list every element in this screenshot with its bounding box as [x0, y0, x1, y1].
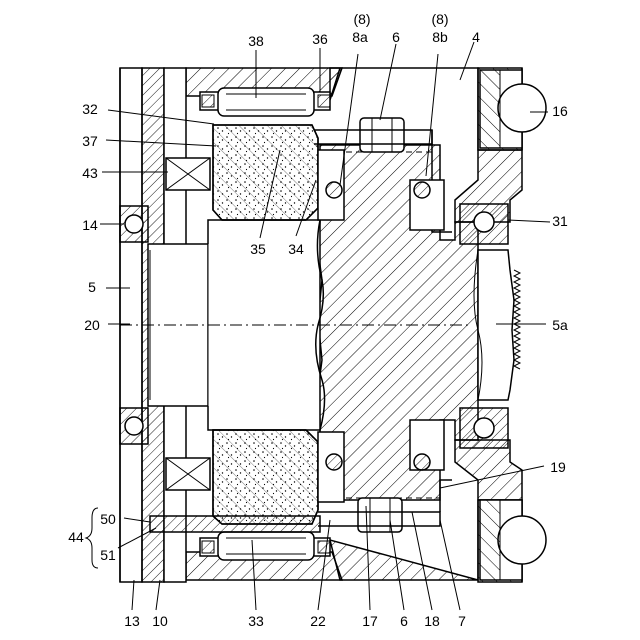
label-32: 32 [82, 101, 98, 117]
label-36: 36 [312, 31, 328, 47]
ball-bearing-14-lower [120, 408, 148, 444]
label-22: 22 [310, 613, 326, 629]
label-18: 18 [424, 613, 440, 629]
label-38: 38 [248, 33, 264, 49]
label-10: 10 [152, 613, 168, 629]
label-14: 14 [82, 217, 98, 233]
label-34: 34 [288, 241, 304, 257]
label-44: 44 [68, 529, 84, 545]
bearing-43-upper [166, 158, 210, 190]
label-16: 16 [552, 103, 568, 119]
label-8a: 8a [352, 29, 368, 45]
large-ball-16-upper [480, 70, 546, 148]
label-17: 17 [362, 613, 378, 629]
label-6-bottom: 6 [400, 613, 408, 629]
label-6-top: 6 [392, 29, 400, 45]
ball-bearing-31-upper [460, 204, 508, 244]
label-37: 37 [82, 133, 98, 149]
roller-bearing-38 [200, 88, 330, 116]
ball-bearing-31-lower [460, 408, 508, 448]
pin-6-lower [358, 498, 402, 532]
label-13: 13 [124, 613, 140, 629]
label-31: 31 [552, 213, 568, 229]
roller-bearing-33 [200, 532, 330, 560]
label-33: 33 [248, 613, 264, 629]
label-8-paren-a: (8) [353, 11, 370, 27]
ball-bearing-14-upper [120, 206, 148, 242]
label-8-paren-b: (8) [431, 11, 448, 27]
shaft-end-5a [474, 250, 520, 400]
label-43: 43 [82, 165, 98, 181]
planet-gear-upper [213, 125, 318, 220]
label-7: 7 [458, 613, 466, 629]
label-5a: 5a [552, 317, 568, 333]
label-19: 19 [550, 459, 566, 475]
label-20: 20 [84, 317, 100, 333]
large-ball-16-lower [480, 500, 546, 580]
label-35: 35 [250, 241, 266, 257]
label-5: 5 [88, 279, 96, 295]
planet-gear-lower [213, 430, 318, 524]
pin-6-upper [360, 118, 404, 152]
label-4: 4 [472, 29, 480, 45]
label-51: 51 [100, 547, 116, 563]
bearing-43-lower [166, 458, 210, 490]
label-50: 50 [100, 511, 116, 527]
label-8b: 8b [432, 29, 448, 45]
carrier-44 [150, 516, 320, 532]
